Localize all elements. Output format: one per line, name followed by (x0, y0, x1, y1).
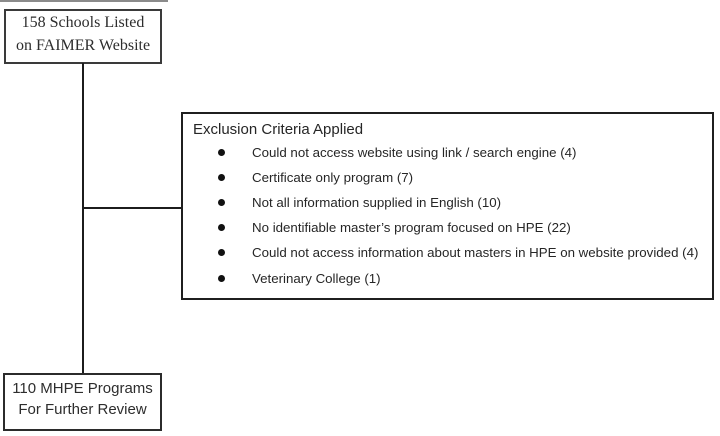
list-item: No identifiable master’s program focused… (193, 215, 702, 240)
bullet-icon (218, 149, 225, 157)
exclusion-criteria-list: Could not access website using link / se… (193, 140, 702, 291)
list-item-text: No identifiable master’s program focused… (252, 220, 571, 236)
node-mhpe-programs-line1: 110 MHPE Programs (12, 380, 153, 397)
node-mhpe-programs-line2: For Further Review (18, 401, 147, 418)
list-item: Veterinary College (1) (193, 265, 702, 290)
list-item-text: Veterinary College (1) (252, 270, 381, 286)
bullet-icon (218, 249, 225, 257)
top-edge-artifact-line (0, 0, 168, 2)
list-item-text: Could not access information about maste… (252, 245, 699, 261)
node-schools-listed-line2: on FAIMER Website (15, 36, 151, 54)
bullet-icon (218, 199, 225, 207)
bullet-icon (218, 274, 225, 282)
connector-vertical-line (82, 63, 84, 374)
connector-horizontal-line (83, 207, 181, 209)
node-mhpe-programs: 110 MHPE Programs For Further Review (3, 373, 162, 431)
list-item-text: Certificate only program (7) (252, 170, 414, 186)
list-item-text: Not all information supplied in English … (252, 195, 502, 211)
exclusion-criteria-title: Exclusion Criteria Applied (193, 121, 364, 138)
bullet-icon (218, 224, 225, 232)
list-item: Could not access information about maste… (193, 240, 702, 265)
node-schools-listed: 158 Schools Listed on FAIMER Website (4, 9, 162, 64)
list-item: Not all information supplied in English … (193, 190, 702, 215)
list-item: Certificate only program (7) (193, 165, 702, 190)
exclusion-criteria-box: Exclusion Criteria Applied Could not acc… (181, 112, 714, 300)
list-item: Could not access website using link / se… (193, 140, 702, 165)
list-item-text: Could not access website using link / se… (252, 145, 577, 161)
node-schools-listed-line1: 158 Schools Listed (21, 13, 145, 31)
bullet-icon (218, 174, 225, 182)
